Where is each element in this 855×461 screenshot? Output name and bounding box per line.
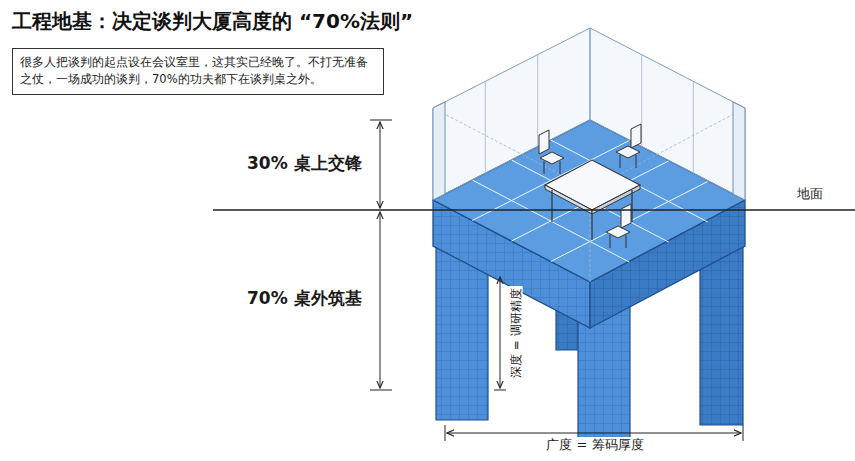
chair-back <box>621 204 631 228</box>
chair-leg <box>620 155 621 168</box>
wall-post <box>733 102 745 200</box>
dimension-label: 深度 = 调研精度 <box>509 286 523 380</box>
table-leg <box>631 190 632 222</box>
meeting-table <box>545 160 640 210</box>
chair-leg <box>636 155 637 168</box>
chair-leg <box>560 161 561 174</box>
note-text: 很多人把谈判的起点设在会议室里，这其实已经晚了。不打无准备之仗，一场成功的谈判，… <box>20 54 376 89</box>
chair-back <box>539 130 549 154</box>
ground-line <box>213 209 855 210</box>
glass-mullion <box>693 81 694 173</box>
section-label: 70% 桌外筑基 <box>245 288 364 308</box>
dimension-label: 广度 = 筹码厚度 <box>544 437 645 453</box>
chair-leg <box>544 161 545 174</box>
wall-post <box>433 102 445 200</box>
ground-label: 地面 <box>795 186 825 202</box>
dimension-tick <box>445 425 446 441</box>
chair-leg <box>610 235 611 248</box>
dimension-line <box>500 277 501 388</box>
dimension-line <box>380 122 381 208</box>
dimension-tick <box>370 390 392 391</box>
dimension-line <box>380 212 381 388</box>
glass-mullion <box>485 81 486 173</box>
dimension-tick <box>494 390 506 391</box>
dimension-tick <box>743 425 744 441</box>
table-leg <box>551 190 552 222</box>
diagram-title: 工程地基：决定谈判大厦高度的 “70%法则” <box>12 8 413 35</box>
note-box: 很多人把谈判的起点设在会议室里，这其实已经晚了。不打无准备之仗，一场成功的谈判，… <box>12 48 384 95</box>
chair-leg <box>626 235 627 248</box>
chair-back <box>631 124 641 148</box>
dimension-line <box>447 433 741 434</box>
section-label: 30% 桌上交锋 <box>245 153 364 173</box>
glass-mullion <box>537 55 538 147</box>
dimension-tick <box>370 120 392 121</box>
foundation-pillar <box>700 240 743 425</box>
table-leg <box>591 214 592 240</box>
